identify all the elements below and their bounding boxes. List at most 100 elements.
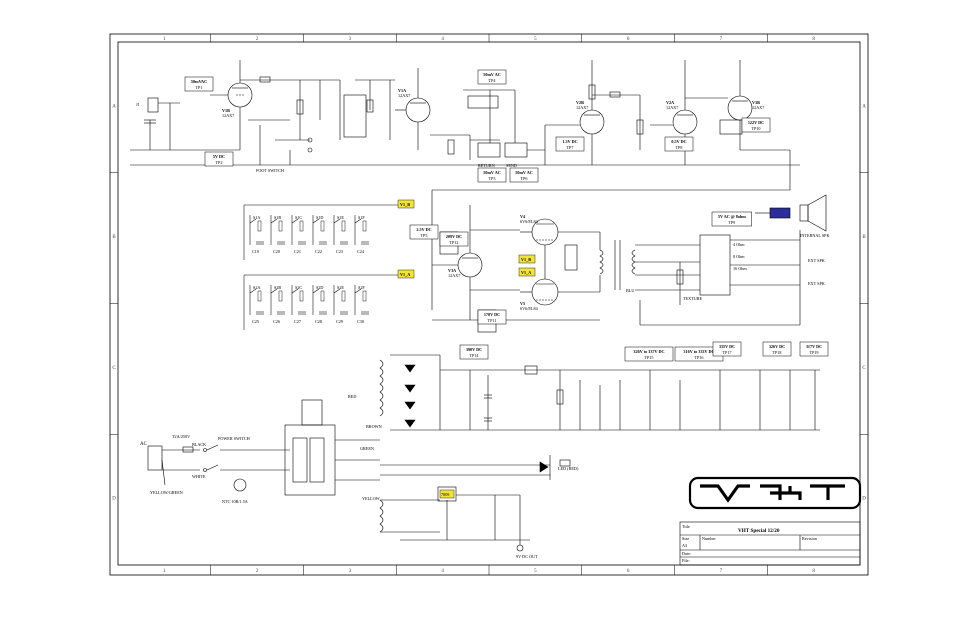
tube-ref: V3A	[448, 268, 456, 273]
regulator-label: 7809	[441, 492, 449, 497]
ext-spk-label-2: EXT SPK	[808, 281, 825, 286]
yellow-green-label: YELLOW/GREEN	[150, 490, 183, 495]
power-switch-label: POWER SWITCH	[218, 436, 250, 441]
ac-label: AC	[140, 442, 148, 447]
jack-j1-label: J1	[136, 102, 140, 107]
test-point-box	[509, 167, 539, 183]
switch-resistor	[278, 290, 283, 302]
switch-contact	[270, 288, 278, 294]
test-point-value: 209V DC	[446, 234, 462, 239]
tube-type: 12AX7	[398, 93, 410, 98]
switch-cap-ref: C24	[357, 249, 365, 254]
red-wire-label: RED	[348, 394, 356, 399]
test-point-id: TP14	[469, 353, 479, 358]
yellow-wire-label: YELLOW	[362, 496, 380, 501]
grid-col-label-top: 5	[534, 37, 537, 42]
test-point-id: TP3	[489, 176, 496, 181]
net-label-box	[397, 269, 415, 279]
test-point-box	[624, 346, 674, 362]
test-point-value: 0.5V DC	[671, 139, 686, 144]
net-label-box	[518, 267, 536, 277]
net-label: V1_A	[400, 272, 410, 277]
tube-type: 12AX7	[448, 273, 460, 278]
tube-ref: V1A	[398, 88, 406, 93]
switch-cap-ref: C25	[252, 319, 259, 324]
black-wire-label: BLACK	[192, 442, 206, 447]
switch-contact	[333, 218, 341, 224]
grid-row-label-right: B	[862, 235, 866, 240]
test-point-id: TP1	[196, 85, 203, 90]
test-point-id: TP12	[449, 240, 458, 245]
title-block	[679, 521, 861, 566]
grid-row-label-right: A	[862, 104, 866, 109]
switch-cap-ref: C27	[294, 319, 301, 324]
test-point-value: 170V DC	[484, 312, 500, 317]
switch-cap-ref: C26	[273, 319, 280, 324]
tube-ref: V2A	[666, 100, 674, 105]
test-point-box	[477, 309, 507, 325]
test-point-value: 326V DC	[769, 344, 785, 349]
test-point-id: TP11	[488, 318, 497, 323]
switch-resistor	[341, 290, 346, 302]
test-point-value: 5V AC @ 8ohm	[718, 214, 746, 219]
output-tap-label: 8 Ohm	[733, 254, 745, 259]
switch-ref: S2A	[253, 285, 260, 290]
test-point-box	[477, 167, 507, 183]
switch-cap-ref: C29	[336, 319, 343, 324]
grid-col-label-top: 1	[163, 37, 166, 42]
test-point-value: 335V DC	[719, 344, 735, 349]
switch-ref: S2C	[295, 285, 302, 290]
grid-col-label-top: 3	[349, 37, 352, 42]
net-label-box	[518, 254, 536, 264]
test-point-id: TP18	[772, 350, 781, 355]
tube-ref: V4	[520, 214, 526, 219]
number-label: Number	[702, 536, 716, 541]
test-point-box	[711, 211, 752, 227]
test-point-id: TP4	[489, 78, 497, 83]
switch-ref: S2F	[358, 285, 365, 290]
test-point-id: TP2	[216, 160, 223, 165]
switch-resistor	[362, 220, 367, 232]
tube-type: 6V6/EL84	[520, 306, 539, 311]
grid-col-label-bottom: 2	[256, 569, 259, 574]
switch-cap-ref: C30	[357, 319, 364, 324]
test-point-box	[741, 117, 771, 133]
switch-contact	[354, 288, 362, 294]
switch-contact	[270, 218, 278, 224]
white-wire-label: WHITE	[192, 474, 206, 479]
switch-resistor	[257, 220, 262, 232]
switch-resistor	[257, 290, 262, 302]
test-point-value: 316V to 333V DC	[683, 349, 714, 354]
grid-col-label-top: 8	[812, 37, 815, 42]
tube-type: 6V6/EL84	[520, 219, 539, 224]
switch-contact	[291, 288, 299, 294]
test-point-id: TP10	[751, 126, 760, 131]
tone-switch-banks	[243, 204, 398, 330]
vht-logo	[688, 476, 862, 510]
test-point-box	[439, 231, 469, 247]
tube-type: 12AX7	[752, 105, 764, 110]
grid-col-label-bottom: 3	[349, 569, 352, 574]
switch-resistor	[341, 220, 346, 232]
switch-resistor	[299, 220, 304, 232]
switch-resistor	[362, 290, 367, 302]
test-point-id: TP7	[567, 145, 574, 150]
ntc-label: NTC 10R/1.5A	[222, 499, 248, 504]
switch-contact	[312, 288, 320, 294]
switch-contact	[333, 288, 341, 294]
switch-contact	[354, 218, 362, 224]
grid-row-label-left: B	[112, 235, 116, 240]
grid-row-label-left: A	[112, 104, 116, 109]
grid-col-label-top: 6	[627, 37, 630, 42]
test-point-value: 50mV AC	[515, 170, 533, 175]
test-point-id: TP19	[809, 350, 818, 355]
grid-col-label-bottom: 8	[812, 569, 815, 574]
switch-resistor	[299, 290, 304, 302]
schematic-title: VHT Special 12/20	[738, 528, 780, 534]
internal-spk-label: INTERNAL SPK	[800, 233, 830, 238]
test-point-id: TP15	[644, 355, 653, 360]
grid-col-label-bottom: 6	[627, 569, 630, 574]
grid-col-label-top: 7	[720, 37, 723, 42]
